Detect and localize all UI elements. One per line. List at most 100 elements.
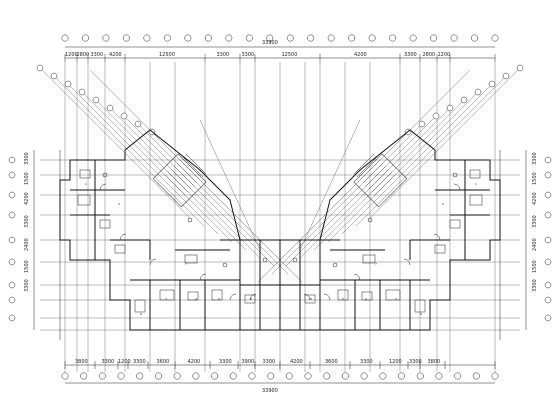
door-swing (229, 293, 237, 301)
right-side-dimension: 4200 (532, 192, 538, 205)
axis-bubble (460, 96, 468, 104)
room-label: 4 (195, 297, 197, 301)
axis-bubble (143, 34, 151, 42)
door-swing (119, 233, 127, 241)
axis-bubble (307, 34, 315, 42)
door-swing (199, 273, 207, 281)
room-label: 6 (420, 312, 422, 316)
bottom-segment-dimension: 3900 (242, 359, 255, 365)
right-stair-box (353, 153, 408, 208)
axis-bubble (134, 120, 142, 128)
bottom-segment-dimension: 4200 (188, 359, 201, 365)
diagonal-axis-line (299, 119, 361, 251)
room-label: 7 (375, 262, 377, 266)
bathroom-fixture (262, 257, 268, 263)
bottom-segment-dimension: 3600 (325, 359, 338, 365)
axis-bubble (432, 112, 440, 120)
door-swing (433, 233, 441, 241)
room-label: 1 (85, 182, 87, 186)
diagonal-axis-line (355, 75, 507, 227)
axis-bubble (286, 34, 294, 42)
axis-bubble (398, 372, 405, 380)
furniture-fixture (385, 289, 401, 301)
stair-tread (371, 171, 393, 193)
top-segment-dimension: 3300 (91, 52, 104, 58)
furniture-fixture (159, 289, 175, 301)
left-side-dimension: 3300 (24, 215, 30, 228)
axis-bubble (389, 34, 397, 42)
axis-bubble (102, 34, 110, 42)
building-walls (59, 129, 501, 331)
bottom-segment-dimension: 3800 (75, 359, 88, 365)
axis-bubble (491, 34, 499, 42)
furniture-fixture (99, 219, 111, 229)
axis-bubble (454, 372, 462, 380)
stair-tread (167, 171, 189, 193)
axis-bubble (409, 34, 417, 42)
axis-bubble (544, 211, 552, 219)
axis-bubble (8, 296, 16, 304)
door-swing (403, 258, 411, 266)
room-label: 6 (140, 312, 142, 316)
stair-tread (173, 165, 195, 187)
axis-bubble (327, 34, 335, 42)
axis-bubble (211, 372, 219, 380)
axis-bubble (471, 34, 478, 42)
top-segment-dimension: 4200 (109, 52, 122, 58)
bottom-segment-dimension: 3300 (263, 359, 276, 365)
axis-bubble (474, 88, 482, 96)
axis-bubble (544, 236, 552, 244)
stair-tread (365, 165, 387, 187)
axis-bubble (82, 34, 89, 42)
right-side-dimension: 3300 (532, 215, 538, 228)
top-segment-dimension: 2800 (77, 52, 90, 58)
diagonal-axis-line (369, 67, 521, 219)
room-label: 2 (442, 202, 444, 206)
door-swing (323, 293, 331, 301)
axis-bubble (379, 372, 387, 380)
right-side-dimension: 3300 (532, 279, 538, 292)
axis-bubble (267, 372, 275, 380)
stair-tread (359, 159, 381, 181)
left-wing-outline (59, 129, 241, 331)
bottom-segment-dimension: 3600 (157, 359, 170, 365)
room-label: 5 (218, 297, 220, 301)
axis-bubble (78, 88, 86, 96)
axis-bubble (430, 34, 438, 42)
axis-bubble (120, 112, 128, 120)
axis-bubble (446, 104, 454, 112)
stair-tread (374, 174, 396, 196)
axis-bubble (122, 34, 130, 42)
door-swing (99, 183, 107, 191)
door-swing (303, 293, 311, 301)
axis-bubbles (8, 34, 552, 380)
top-segment-dimension: 3300 (404, 52, 417, 58)
door-swing (149, 258, 157, 266)
bottom-total-dimension: 33900 (262, 388, 278, 394)
bottom-segment-dimension: 3300 (409, 359, 422, 365)
left-side-dimension: 3300 (24, 152, 30, 165)
left-side-dimension: 1500 (24, 172, 30, 185)
left-side-dimension: 3300 (24, 279, 30, 292)
furniture-fixture (449, 219, 461, 229)
room-label: 8 (250, 297, 252, 301)
axis-bubble (266, 34, 274, 42)
diagonal-axis-line (81, 91, 233, 243)
furniture-fixture (114, 244, 126, 254)
stair-tread (164, 174, 186, 196)
stair-tread (170, 168, 192, 190)
door-swing (453, 183, 461, 191)
bottom-segment-dimension: 1200 (118, 359, 131, 365)
stair-tread (182, 156, 204, 178)
axis-bubble (8, 171, 16, 179)
axis-bubble (348, 34, 356, 42)
stair-tread (362, 162, 384, 184)
axis-bubble (184, 34, 192, 42)
axis-bubble (360, 372, 368, 380)
axis-bubble (248, 372, 256, 380)
top-segment-dimension: 12500 (282, 52, 298, 58)
axis-bubble (368, 34, 376, 42)
room-fixtures (77, 153, 483, 313)
furniture-fixture (134, 299, 146, 313)
stair-tread (353, 153, 375, 175)
